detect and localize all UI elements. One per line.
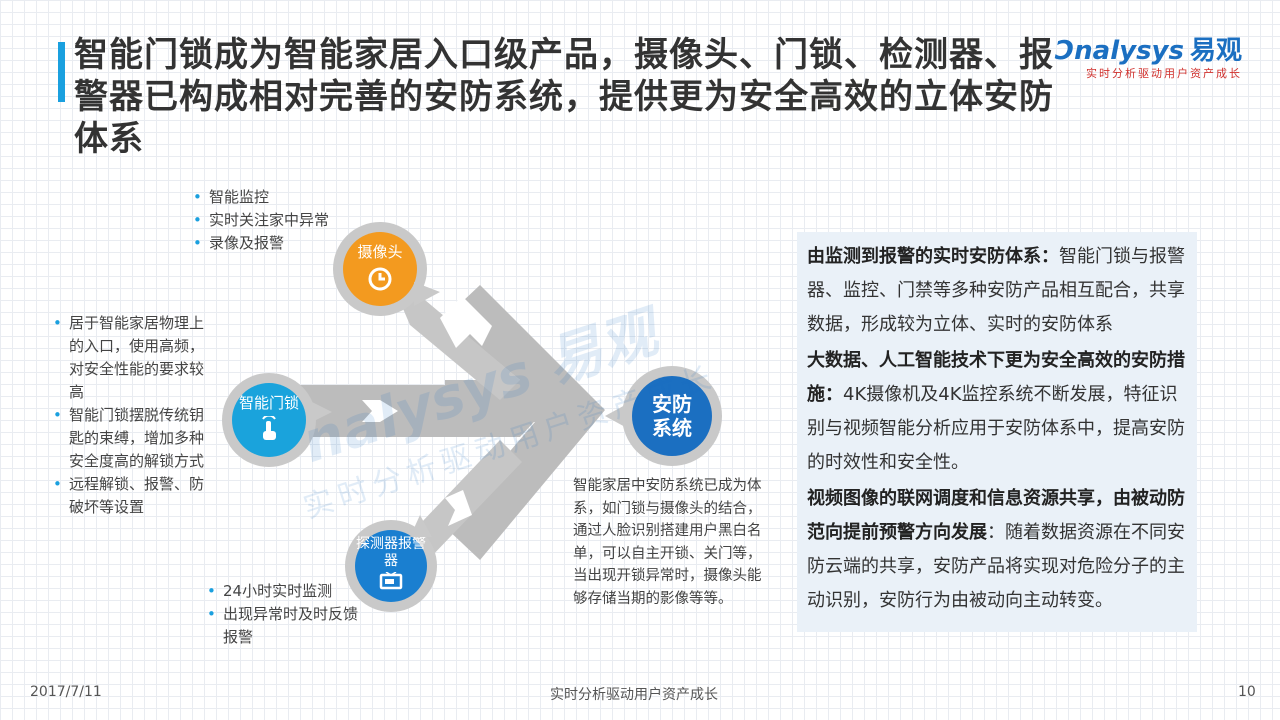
logo-cn: 易观 [1189,36,1242,66]
camera-bullets: 智能监控 实时关注家中异常 录像及报警 [193,186,329,255]
lock-arrow-band [300,385,545,437]
camera-white-chevron [440,296,492,348]
smart-lock-label: 智能门锁 [238,394,299,412]
list-item: 智能门锁摆脱传统钥匙的束缚，增加多种安全度高的解锁方式 [53,404,213,473]
touch-icon [257,414,281,446]
camera-label: 摄像头 [357,242,403,261]
clock-icon [367,266,393,296]
summary-paragraph-1: 由监测到报警的实时安防体系：智能门锁与报警器、监控、门禁等多种安防产品相互配合，… [807,246,1185,335]
smart-lock-node: 智能门锁 [222,373,316,467]
summary-panel: 由监测到报警的实时安防体系：智能门锁与报警器、监控、门禁等多种安防产品相互配合，… [797,232,1197,632]
logo-tagline: 实时分析驱动用户资产成长 [1086,67,1242,80]
security-node-tail [605,404,627,428]
security-caption: 智能家居中安防系统已成为体系，如门锁与摄像头的结合，通过人脸识别搭建用户黑白名单… [573,478,762,607]
list-item: 智能监控 [193,186,329,209]
detector-bullets: 24小时实时监测 出现异常时及时反馈报警 [207,580,367,649]
security-system-node: 安防系统 [622,366,722,466]
logo-text: nalysys [1074,36,1184,66]
page-title: 智能门锁成为智能家居入口级产品，摄像头、门锁、检测器、报警器已构成相对完善的安防… [74,35,1054,159]
detector-white-chevron [445,490,472,526]
title-accent-bar [58,42,65,102]
list-item: 出现异常时及时反馈报警 [207,603,367,649]
list-item: 24小时实时监测 [207,580,367,603]
smart-lock-node-tail [308,400,332,424]
summary-paragraph-3: 视频图像的联网调度和信息资源共享，由被动防范向提前预警方向发展：随着数据资源在不… [807,488,1185,611]
detector-label: 探测器报警器 [356,536,426,569]
summary-paragraph-2: 大数据、人工智能技术下更为安全高效的安防措施：4K摄像机及4K监控系统不断发展，… [807,350,1185,473]
security-system-label: 安防系统 [652,392,692,440]
list-item: 录像及报警 [193,232,329,255]
lock-white-chevron [362,400,398,422]
detector-node-tail [410,515,432,537]
footer-date: 2017/7/11 [30,684,102,700]
lock-bullets: 居于智能家居物理上的入口，使用高频，对安全性能的要求较高 智能门锁摆脱传统钥匙的… [53,312,213,519]
camera-node: 摄像头 [333,222,427,316]
tv-icon [379,571,403,596]
page-number: 10 [1238,684,1256,700]
logo-swirl-icon: Ͻ [1055,36,1075,66]
list-item: 远程解锁、报警、防破坏等设置 [53,473,213,519]
list-item: 居于智能家居物理上的入口，使用高频，对安全性能的要求较高 [53,312,213,404]
camera-node-tail [414,282,440,306]
list-item: 实时关注家中异常 [193,209,329,232]
footer-slogan: 实时分析驱动用户资产成长 [550,687,718,703]
